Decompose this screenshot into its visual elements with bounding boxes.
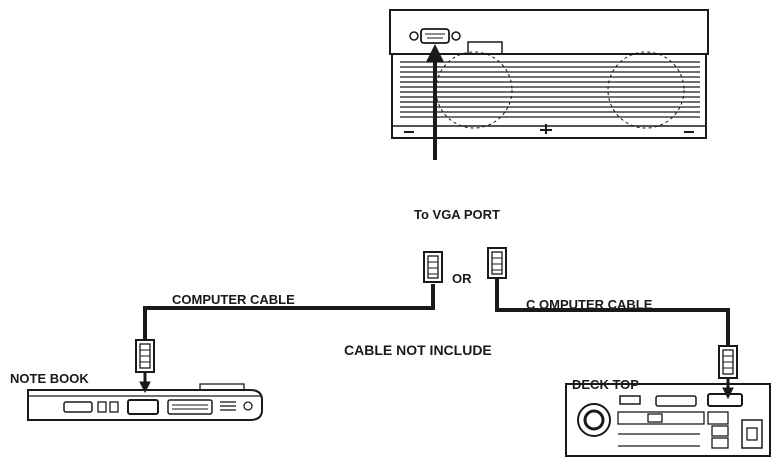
notebook-serial-port (63, 401, 93, 413)
vga-connector-top-left (423, 251, 443, 283)
vga-connector-top-right (487, 247, 507, 279)
notebook-ps2-port (97, 401, 107, 413)
or-label: OR (452, 271, 472, 286)
notebook-label: NOTE BOOK (10, 371, 89, 386)
cable-not-include-label: CABLE NOT INCLUDE (344, 342, 492, 358)
projector-lens-outline (435, 51, 513, 129)
vga-port-label: To VGA PORT (414, 207, 500, 222)
notebook-vga-port (127, 399, 159, 415)
projector-vent-grille (400, 61, 700, 118)
desktop-fan-icon (577, 403, 611, 437)
projector-fan-outline (607, 51, 685, 129)
desktop-power-socket (741, 419, 763, 449)
projector (389, 9, 709, 139)
projector-small-slot (467, 41, 503, 55)
left-cable (143, 284, 435, 342)
right-cable (495, 278, 730, 348)
vga-connector-notebook (135, 339, 155, 394)
up-arrow-icon (426, 44, 444, 160)
projector-vga-port (409, 28, 461, 44)
vga-connector-desktop (718, 345, 738, 400)
desktop-computer (565, 383, 771, 457)
desktop-vga-port (707, 393, 743, 407)
notebook (27, 383, 263, 421)
notebook-parallel-port (167, 399, 213, 415)
left-cable-label: COMPUTER CABLE (172, 292, 295, 307)
projector-body (391, 53, 707, 139)
